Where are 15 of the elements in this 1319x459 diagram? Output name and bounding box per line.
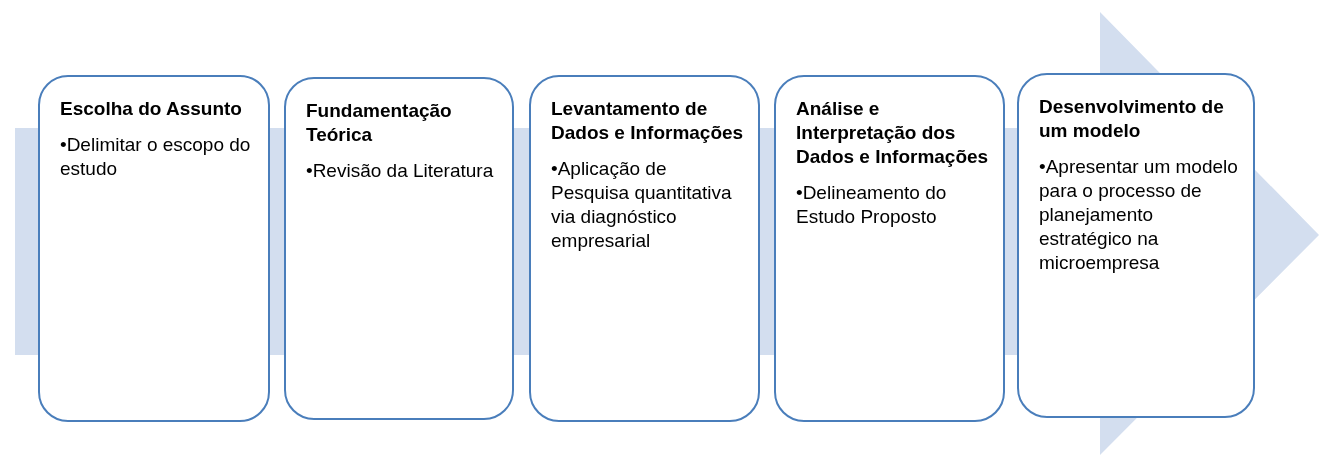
- step-heading: Escolha do Assunto: [60, 97, 243, 121]
- step-heading: Fundamentação Teórica: [306, 99, 453, 147]
- step-heading: Análise e Interpretação dos Dados e Informações: [796, 97, 989, 169]
- bullet-text: •Delineamento do Estudo Proposto: [796, 181, 948, 229]
- bullet-text: •Delimitar o escopo do estudo: [60, 133, 252, 181]
- process-box: [774, 75, 1005, 422]
- process-box: [38, 75, 270, 422]
- bullet-text: •Revisão da Literatura: [306, 159, 495, 183]
- step-heading: Levantamento de Dados e Informações: [551, 97, 744, 145]
- process-box: [284, 77, 514, 420]
- bullet-text: •Apresentar um modelo para o processo de planejamento estratégico na microempresa: [1039, 155, 1239, 275]
- bullet-text: •Aplicação de Pesquisa quantitativa via diagnóstico empresarial: [551, 157, 733, 253]
- step-heading: Desenvolvimento de um modelo: [1039, 95, 1225, 143]
- process-box: [529, 75, 760, 422]
- process-box: [1017, 73, 1255, 418]
